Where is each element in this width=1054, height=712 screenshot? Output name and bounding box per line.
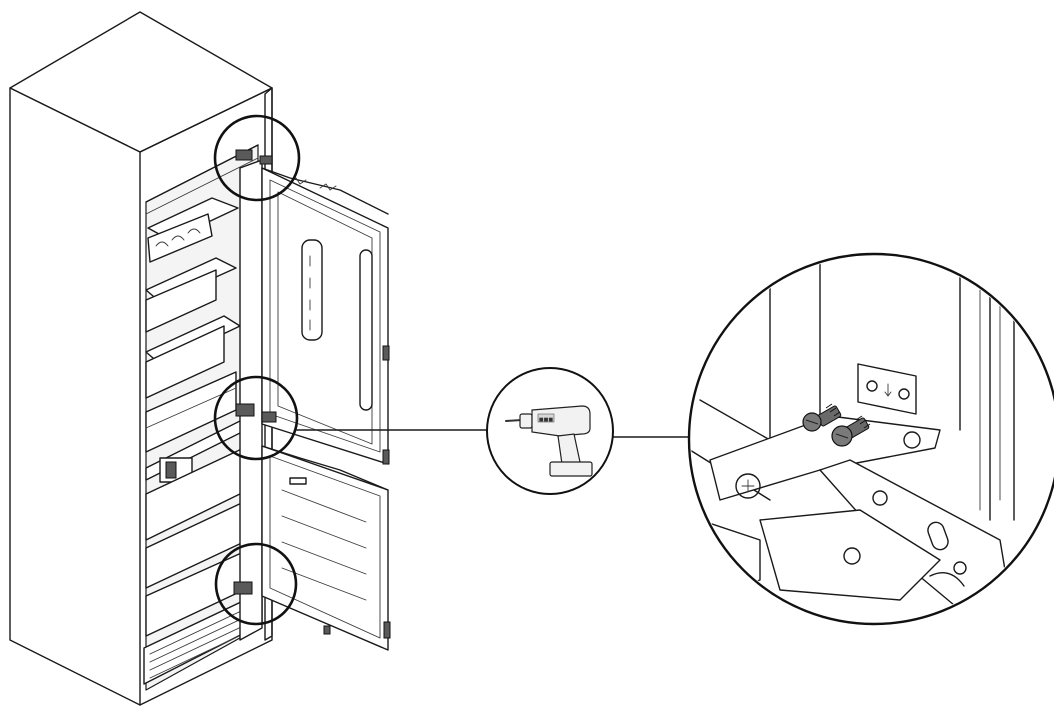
plate-hole-right — [898, 388, 910, 400]
arm-hole-2 — [953, 561, 967, 575]
hinge-callouts — [213, 114, 301, 626]
middle-hinge-hardware — [235, 403, 255, 417]
lower-door-panel — [261, 445, 389, 651]
callout-circle-bottom-hinge — [214, 542, 298, 626]
wine-rack-curves — [155, 228, 201, 247]
hinge-zoom-callout — [687, 252, 1054, 626]
lower-door-inner — [269, 455, 381, 639]
callout-circle-top-hinge — [213, 114, 301, 202]
door-bin-right — [359, 249, 373, 411]
drawer-2 — [145, 325, 225, 399]
lower-plate-hole — [843, 547, 861, 565]
top-hinge-hardware — [235, 149, 253, 161]
middle-hinge-plate — [261, 411, 277, 423]
drill-tool-callout: ■■■ — [486, 367, 614, 495]
lower-door — [261, 445, 391, 651]
cabinet-left-side — [9, 87, 141, 706]
wine-rack — [147, 213, 213, 263]
lower-door-ribs — [281, 489, 367, 601]
drawer-1 — [145, 269, 217, 333]
lower-door-label — [289, 477, 307, 485]
cordless-drill-icon: ■■■ — [505, 405, 593, 477]
drill-badge-text: ■■■ — [539, 417, 553, 423]
cabinet-panel-edges — [769, 261, 1015, 521]
door-bin-left — [301, 239, 323, 341]
top-hinge-plate — [259, 155, 273, 165]
plate-hole-left — [866, 380, 878, 392]
callout-circle-middle-hinge — [213, 375, 299, 461]
arm-hole-1 — [872, 490, 888, 506]
upper-door-bottom-clip — [382, 449, 390, 465]
upper-door-side-clip — [382, 345, 390, 361]
lower-door-clip — [383, 621, 391, 639]
lower-plate-cutout — [929, 572, 965, 587]
cabinet-unit — [9, 11, 273, 706]
screw-icon — [831, 415, 871, 447]
control-knob — [165, 461, 177, 479]
hinge-mount-plate — [857, 363, 917, 415]
appliance-interior — [143, 159, 263, 685]
arm-slot — [927, 521, 949, 551]
vent-slats — [149, 603, 257, 679]
connector-lines — [296, 429, 691, 438]
lower-door-stop — [323, 625, 331, 635]
upper-door-top-rail — [261, 167, 389, 215]
screw-cross — [741, 479, 755, 493]
zoom-contents — [691, 261, 1015, 611]
upper-door — [261, 167, 390, 465]
plate-arrow — [884, 383, 892, 397]
base-plate-hole — [903, 431, 921, 449]
upper-trim — [145, 157, 259, 215]
screw-head-fixed — [735, 473, 761, 499]
appliance-door-frame — [239, 159, 263, 641]
upper-door-inner — [269, 179, 381, 453]
screw-icon — [802, 403, 842, 432]
bottom-hinge-hardware — [233, 581, 253, 595]
cabinet-panel-inner-edges — [979, 261, 1001, 511]
upper-door-gasket — [277, 191, 373, 445]
hinge-lower-plate — [759, 509, 941, 601]
